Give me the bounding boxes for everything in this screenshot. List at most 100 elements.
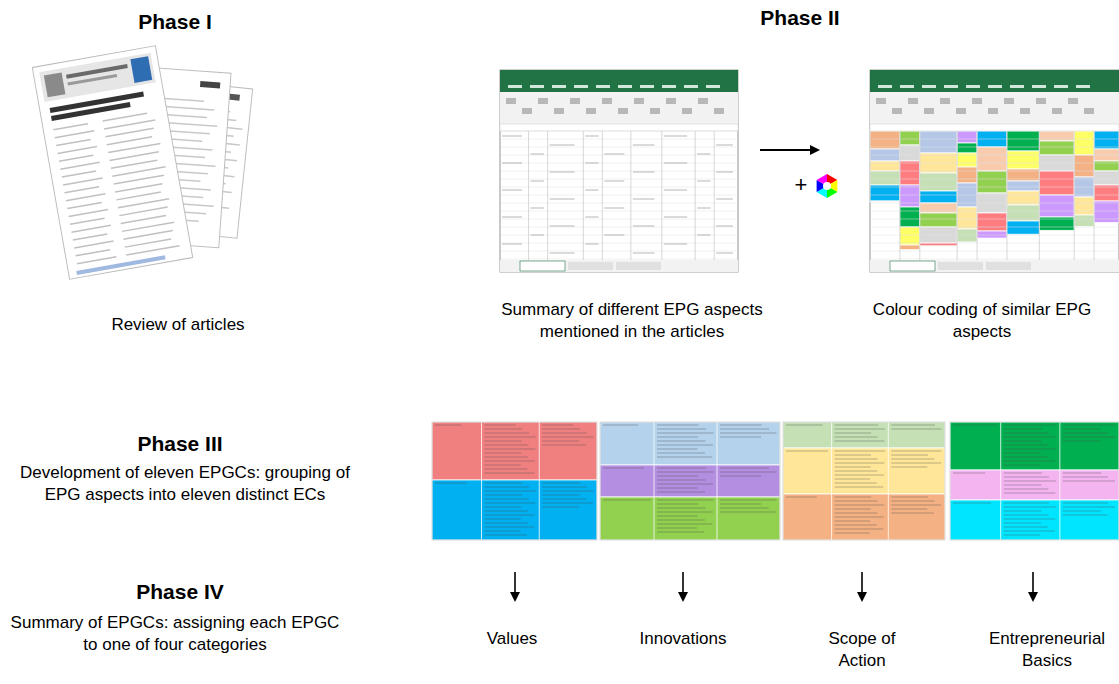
- text-mark: [485, 535, 527, 536]
- page-mark: [200, 81, 220, 88]
- tool-icon: [972, 98, 982, 104]
- colour-cell: [1007, 221, 1039, 234]
- text-mark: [1063, 473, 1101, 474]
- colour-cell: [1094, 171, 1119, 185]
- tool-icon: [1068, 98, 1078, 104]
- colour-cell: [870, 131, 900, 149]
- text-mark: [720, 425, 762, 426]
- text-mark: [1004, 527, 1048, 528]
- text-mark: [542, 491, 593, 492]
- text-line: [60, 162, 99, 169]
- text-mark: [485, 519, 521, 520]
- colour-cell: [957, 167, 977, 183]
- grid-line: [500, 251, 738, 252]
- text-mark: [485, 449, 536, 450]
- text-mark: [435, 483, 467, 484]
- grid-line: [500, 163, 738, 164]
- ribbon-bar: [500, 70, 738, 92]
- colour-block: [950, 470, 1119, 500]
- colour-block: [783, 494, 945, 540]
- grid-line: [870, 259, 1119, 260]
- phase-heading: Phase IV: [100, 578, 260, 605]
- text-mark: [657, 508, 705, 509]
- text-mark: [657, 512, 713, 513]
- cell-text-mark: [716, 199, 733, 200]
- colour-cell: [920, 173, 957, 191]
- text-line: [58, 146, 97, 153]
- text-mark: [1004, 465, 1041, 466]
- journal-logo: [44, 72, 66, 97]
- cell-text-mark: [531, 154, 544, 155]
- text-mark: [485, 433, 530, 434]
- text-mark: [1004, 531, 1055, 532]
- text-mark: [657, 480, 705, 481]
- ribbon-tab: [574, 85, 588, 88]
- ribbon-tab: [1010, 85, 1024, 88]
- phase-caption: Colour coding of similar EPG aspects: [867, 299, 1097, 343]
- flow-arrow: [760, 149, 818, 151]
- sheet-tab: [890, 261, 935, 271]
- text-mark: [657, 524, 712, 525]
- down-arrow: [861, 572, 863, 600]
- text-mark: [835, 441, 885, 442]
- ribbon-tab: [878, 85, 892, 88]
- cell-text-mark: [716, 145, 733, 146]
- text-mark: [485, 487, 530, 488]
- text-mark: [835, 455, 872, 456]
- text-mark: [835, 525, 877, 526]
- grid-line: [661, 131, 662, 260]
- journal-cover: [130, 56, 152, 83]
- journal-title: [67, 74, 117, 86]
- text-mark: [891, 455, 928, 456]
- tool-icon: [940, 98, 950, 104]
- text-mark: [835, 521, 870, 522]
- grid-line: [870, 163, 1119, 164]
- text-mark: [485, 491, 536, 492]
- colour-cell: [1039, 141, 1074, 155]
- tool-icon: [1004, 98, 1014, 104]
- text-mark: [1063, 511, 1101, 512]
- cell-text-mark: [697, 154, 710, 155]
- cell-text-mark: [585, 163, 598, 164]
- colour-cell: [1074, 131, 1094, 155]
- cell-text-mark: [502, 136, 522, 137]
- cell-text-mark: [502, 217, 522, 218]
- colour-cell: [957, 207, 977, 229]
- tool-icon: [1084, 108, 1094, 114]
- category-label: Values: [452, 628, 572, 650]
- ribbon-tab: [640, 85, 654, 88]
- cell-text-mark: [531, 235, 544, 236]
- text-mark: [542, 503, 593, 504]
- text-mark: [657, 532, 704, 533]
- panel-group: [950, 422, 1119, 540]
- text-mark: [1004, 511, 1042, 512]
- text-mark: [1063, 441, 1101, 442]
- text-mark: [542, 499, 586, 500]
- text-mark: [657, 516, 697, 517]
- cell-text-mark: [604, 208, 624, 209]
- text-mark: [542, 495, 579, 496]
- panel-group: [432, 422, 597, 540]
- phase-description: Summary of EPGCs: assigning each EPGC to…: [5, 612, 345, 656]
- tool-icon: [1020, 108, 1030, 114]
- ribbon-tab: [684, 85, 698, 88]
- text-mark: [835, 529, 884, 530]
- text-mark: [542, 437, 593, 438]
- phase-heading: Phase II: [720, 4, 880, 31]
- text-mark: [835, 505, 885, 506]
- colour-block: [950, 422, 1119, 470]
- grid-line: [500, 219, 738, 220]
- text-line: [122, 222, 174, 231]
- cell-text-mark: [664, 163, 687, 164]
- colour-cell: [977, 213, 1007, 231]
- tool-icon: [988, 108, 998, 114]
- grid-line: [500, 211, 738, 212]
- grid-line: [870, 171, 1119, 172]
- cell-text-mark: [585, 244, 598, 245]
- tool-icon: [538, 98, 548, 104]
- cell-text-mark: [664, 190, 687, 191]
- text-line: [125, 239, 171, 247]
- text-line: [76, 250, 110, 256]
- column-line: [888, 422, 889, 540]
- cell-text-mark: [585, 217, 598, 218]
